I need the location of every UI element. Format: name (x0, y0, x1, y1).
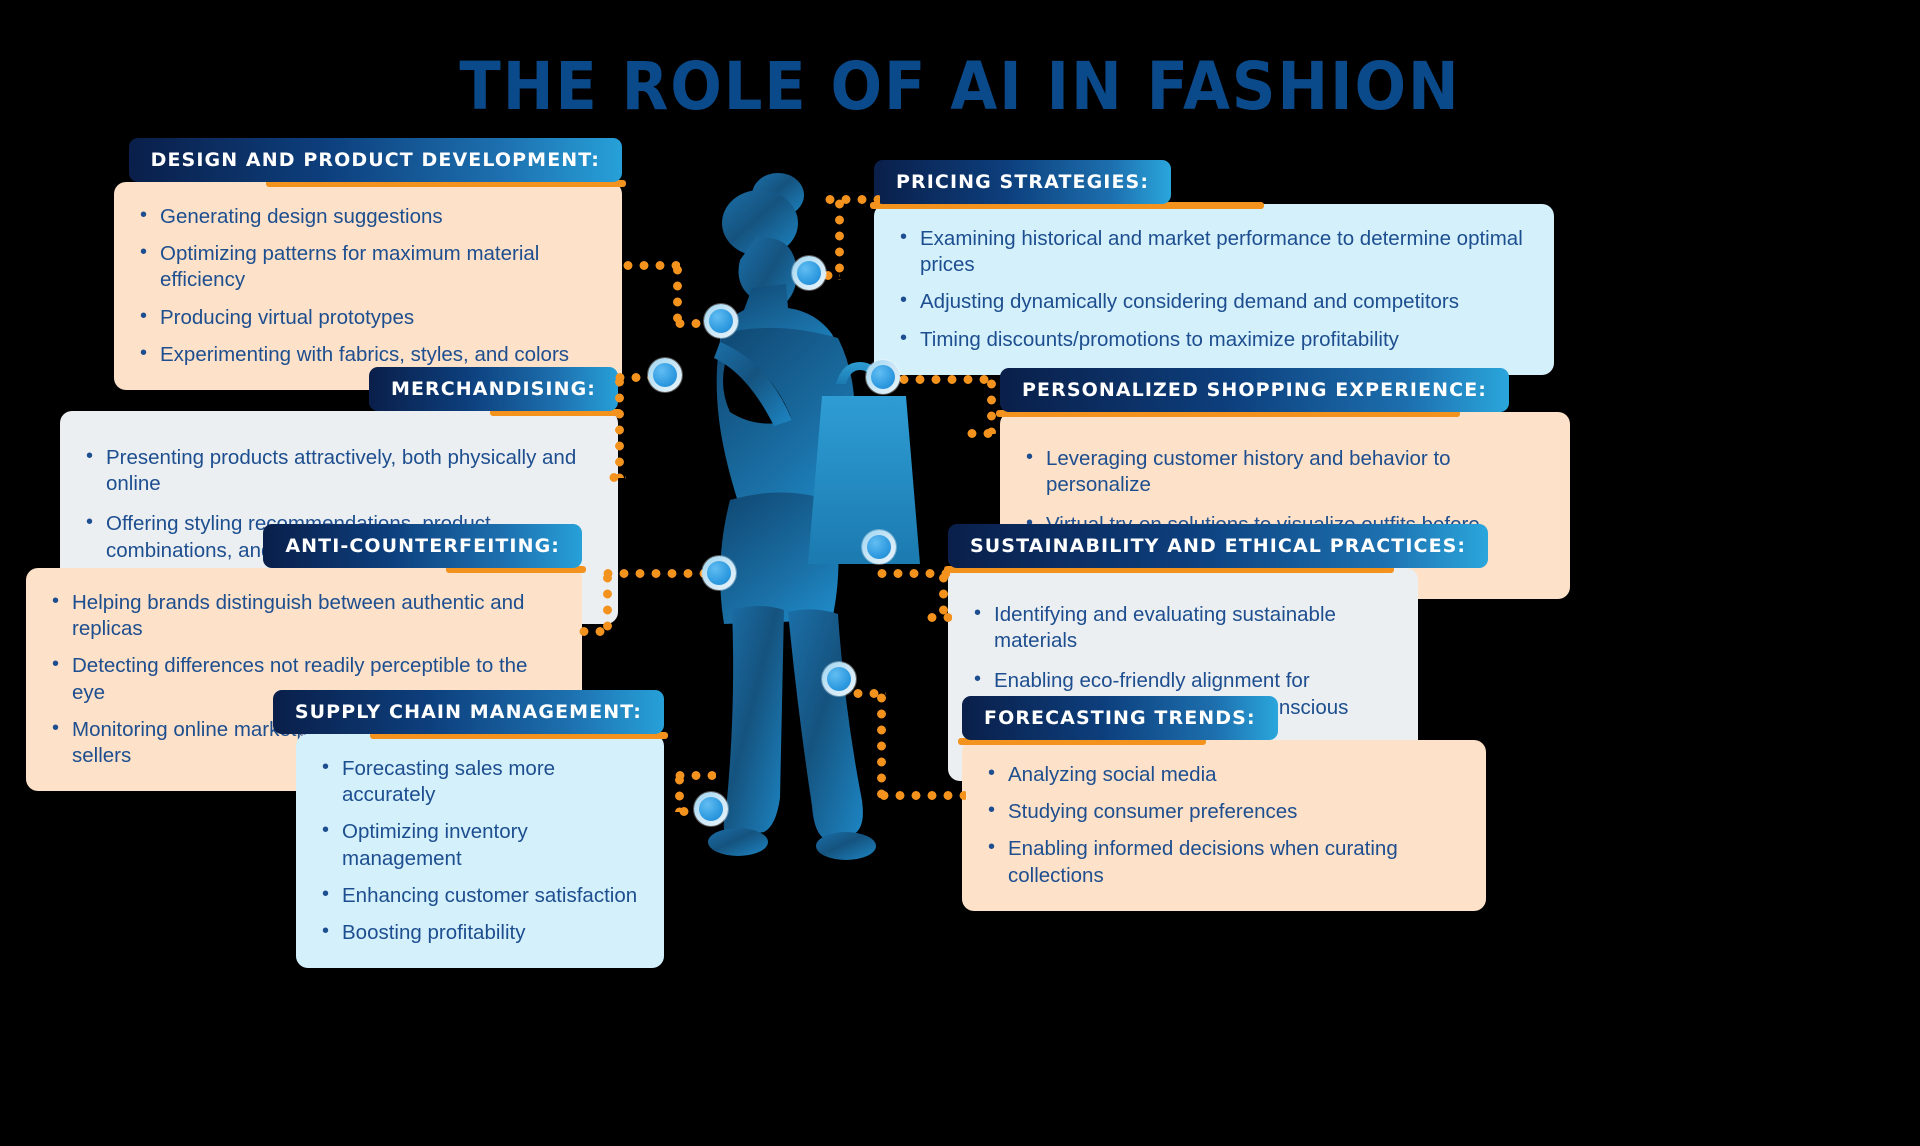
bullet-list: Analyzing social media Studying consumer… (988, 761, 1460, 889)
card-header-supply-chain-management[interactable]: SUPPLY CHAIN MANAGEMENT: (272, 690, 664, 734)
connector-personal-v (986, 376, 997, 434)
bullet-list: Generating design suggestions Optimizing… (140, 203, 596, 368)
list-item: Experimenting with fabrics, styles, and … (140, 341, 596, 368)
list-item: Examining historical and market performa… (900, 225, 1528, 278)
header-accent-bar (944, 566, 1394, 573)
connector-sustain-h1 (874, 568, 950, 579)
node-core (867, 535, 891, 559)
card-header-row: MERCHANDISING: (60, 367, 622, 416)
connector-anti-h2 (576, 626, 606, 637)
card-body-design-and-product-development: Generating design suggestions Optimizing… (114, 182, 622, 391)
header-accent-bar (446, 566, 586, 573)
card-header-row: PERSONALIZED SHOPPING EXPERIENCE: (996, 368, 1570, 417)
connector-pricing-h1 (822, 194, 880, 205)
connector-design-h1 (620, 260, 680, 271)
list-item: Adjusting dynamically considering demand… (900, 288, 1528, 315)
connector-supply-v (674, 772, 685, 812)
list-item: Optimizing patterns for maximum material… (140, 240, 596, 293)
list-item: Helping brands distinguish between authe… (52, 589, 556, 642)
node-core (707, 561, 731, 585)
list-item: Leveraging customer history and behavior… (1026, 445, 1544, 498)
card-header-row: FORECASTING TRENDS: (958, 696, 1486, 745)
header-accent-bar (958, 738, 1206, 745)
card-header-row: DESIGN AND PRODUCT DEVELOPMENT: (114, 138, 626, 187)
list-item: Presenting products attractively, both p… (86, 444, 592, 497)
node-core (699, 797, 723, 821)
connector-forecast-h1 (850, 688, 886, 699)
card-header-merchandising[interactable]: MERCHANDISING: (368, 367, 618, 411)
node-core (653, 363, 677, 387)
node-sustainability[interactable] (862, 530, 896, 564)
list-item: Studying consumer preferences (988, 798, 1460, 825)
card-design-and-product-development: DESIGN AND PRODUCT DEVELOPMENT: Generati… (114, 138, 626, 391)
list-item: Optimizing inventory management (322, 818, 638, 871)
card-header-pricing-strategies[interactable]: PRICING STRATEGIES: (874, 160, 1172, 204)
header-accent-bar (490, 409, 622, 416)
node-personalized[interactable] (866, 360, 900, 394)
card-header-anti-counterfeiting[interactable]: ANTI-COUNTERFEITING: (263, 524, 582, 568)
connector-anti-h1 (600, 568, 720, 579)
list-item: Boosting profitability (322, 919, 638, 946)
page-title: THE ROLE OF AI IN FASHION (459, 48, 1461, 125)
node-supplychain[interactable] (694, 792, 728, 826)
header-accent-bar (996, 410, 1460, 417)
list-item: Timing discounts/promotions to maximize … (900, 326, 1528, 353)
connector-forecast-h2 (876, 790, 966, 801)
list-item: Enhancing customer satisfaction (322, 882, 638, 909)
connector-merch-h1 (612, 372, 668, 383)
connector-personal-h2 (964, 428, 994, 439)
list-item: Identifying and evaluating sustainable m… (974, 601, 1392, 654)
connector-design-h2 (672, 318, 732, 329)
card-body-forecasting-trends: Analyzing social media Studying consumer… (962, 740, 1486, 911)
card-pricing-strategies: PRICING STRATEGIES: Examining historical… (870, 160, 1554, 375)
fashion-shopper-silhouette (708, 173, 920, 860)
header-accent-bar (870, 202, 1264, 209)
card-header-sustainability-and-ethical-practices[interactable]: SUSTAINABILITY AND ETHICAL PRACTICES: (948, 524, 1489, 568)
card-header-forecasting-trends[interactable]: FORECASTING TRENDS: (962, 696, 1278, 740)
node-core (871, 365, 895, 389)
bullet-list: Forecasting sales more accurately Optimi… (322, 755, 638, 946)
connector-personal-h1 (896, 374, 992, 385)
list-item: Forecasting sales more accurately (322, 755, 638, 808)
card-header-row: SUPPLY CHAIN MANAGEMENT: (272, 690, 668, 739)
card-body-supply-chain-management: Forecasting sales more accurately Optimi… (296, 734, 664, 969)
card-forecasting-trends: FORECASTING TRENDS: Analyzing social med… (958, 696, 1486, 911)
connector-merch-v (614, 374, 625, 478)
connector-pricing-h2 (820, 270, 840, 281)
card-header-row: ANTI-COUNTERFEITING: (26, 524, 586, 573)
card-supply-chain-management: SUPPLY CHAIN MANAGEMENT: Forecasting sal… (272, 690, 668, 969)
connector-pricing-v (834, 196, 845, 280)
connector-design-v (672, 262, 683, 324)
connector-forecast-v (876, 690, 887, 798)
node-core (827, 667, 851, 691)
list-item: Enabling informed decisions when curatin… (988, 835, 1460, 888)
connector-sustain-v (938, 570, 949, 618)
bullet-list: Examining historical and market performa… (900, 225, 1528, 353)
node-core (797, 261, 821, 285)
connector-merch-h2 (606, 472, 626, 483)
list-item: Analyzing social media (988, 761, 1460, 788)
list-item: Producing virtual prototypes (140, 304, 596, 331)
node-core (709, 309, 733, 333)
list-item: Generating design suggestions (140, 203, 596, 230)
card-body-pricing-strategies: Examining historical and market performa… (874, 204, 1554, 375)
connector-supply-h1 (672, 770, 716, 781)
list-item: Detecting differences not readily percep… (52, 652, 556, 705)
card-header-design-and-product-development[interactable]: DESIGN AND PRODUCT DEVELOPMENT: (128, 138, 622, 182)
header-accent-bar (370, 732, 668, 739)
connector-anti-v (602, 570, 613, 632)
header-accent-bar (266, 180, 626, 187)
card-header-row: PRICING STRATEGIES: (870, 160, 1554, 209)
node-forecasting[interactable] (822, 662, 856, 696)
node-merchandising[interactable] (648, 358, 682, 392)
card-header-row: SUSTAINABILITY AND ETHICAL PRACTICES: (944, 524, 1489, 573)
card-header-personalized-shopping-experience[interactable]: PERSONALIZED SHOPPING EXPERIENCE: (1000, 368, 1509, 412)
node-anticounterfeiting[interactable] (702, 556, 736, 590)
connector-sustain-h2 (924, 612, 952, 623)
node-design[interactable] (704, 304, 738, 338)
node-pricing[interactable] (792, 256, 826, 290)
